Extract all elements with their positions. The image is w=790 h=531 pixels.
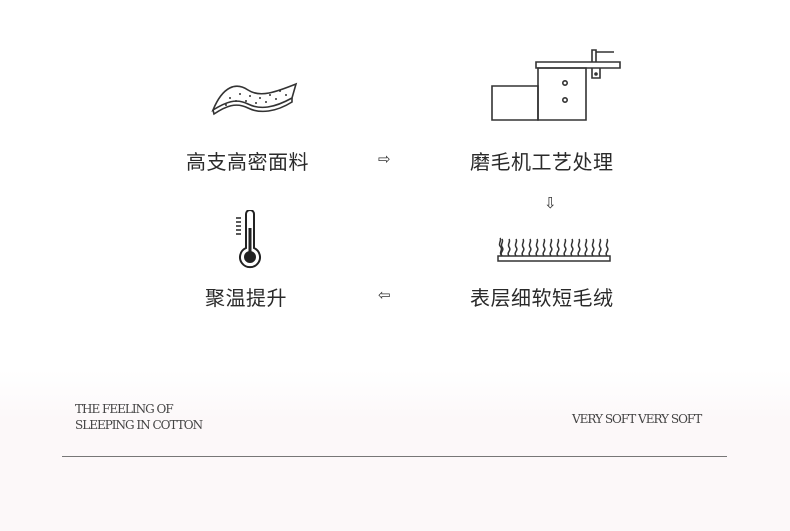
step-label-brushing: 磨毛机工艺处理 <box>470 150 614 174</box>
step-label-warmth: 聚温提升 <box>205 286 287 310</box>
tagline-line2: SLEEPING IN COTTON <box>75 418 203 432</box>
fabric-icon <box>208 78 300 122</box>
arrow-down-icon: ⇩ <box>544 194 557 212</box>
divider <box>62 456 727 457</box>
tagline: THE FEELING OF SLEEPING IN COTTON <box>75 401 203 433</box>
slogan: VERY SOFT VERY SOFT <box>572 412 702 426</box>
thermometer-icon <box>232 210 264 270</box>
brushing-machine-icon <box>490 46 626 122</box>
short-plush-icon <box>496 234 612 264</box>
step-label-plush: 表层细软短毛绒 <box>470 286 614 310</box>
tagline-line1: THE FEELING OF <box>75 402 174 416</box>
step-label-fabric: 高支高密面料 <box>186 150 309 174</box>
arrow-left-icon: ⇦ <box>378 286 391 304</box>
arrow-right-icon: ⇨ <box>378 150 391 168</box>
